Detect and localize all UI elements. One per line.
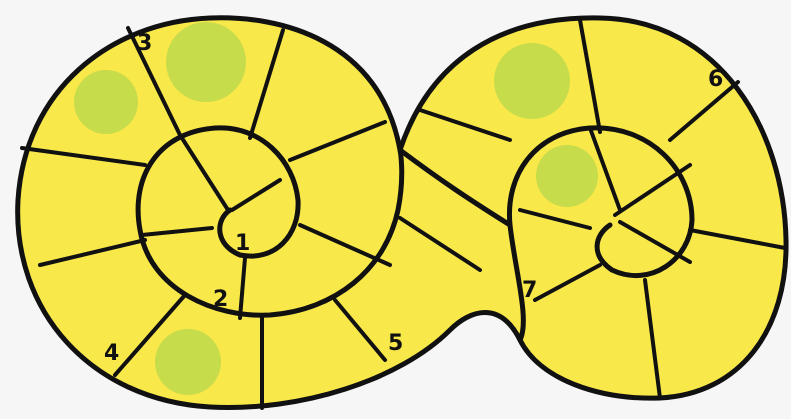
space-number: 6 — [708, 67, 723, 92]
space-number: 1 — [235, 231, 250, 256]
space-number: 4 — [104, 341, 119, 366]
bonus-dot — [166, 22, 246, 102]
bonus-dot — [74, 70, 138, 134]
space-number: 3 — [137, 31, 152, 56]
bonus-dot — [494, 43, 570, 119]
space-number: 2 — [213, 287, 228, 312]
space-number: 5 — [388, 331, 403, 356]
bonus-dot — [536, 145, 598, 207]
space-number: 7 — [522, 278, 537, 303]
bonus-dot — [155, 329, 221, 395]
